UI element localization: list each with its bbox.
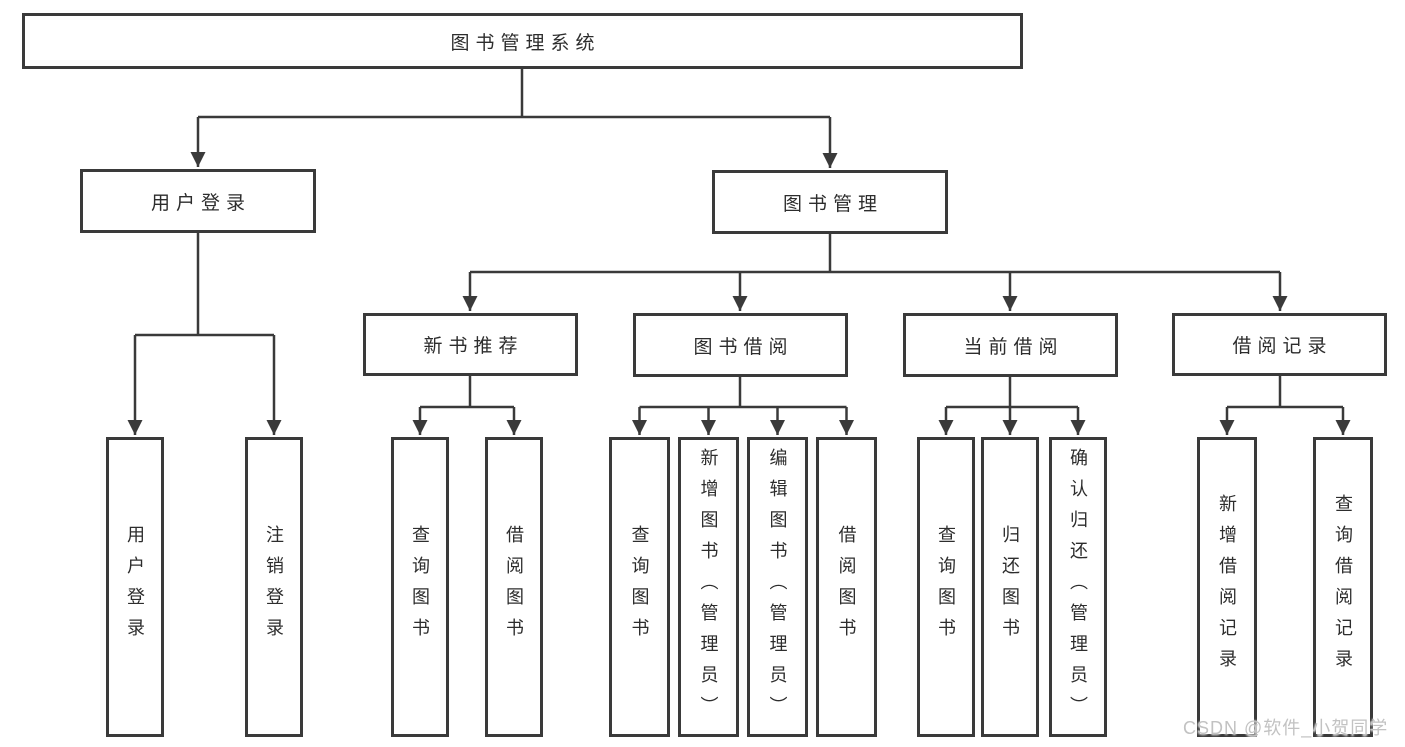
- node-new-book-recommendation: 新书推荐: [363, 313, 578, 376]
- arrow-stems: [127, 117, 1351, 435]
- node-leaf-borrow-books-recommend: 借阅图书: [485, 437, 543, 737]
- node-user-login: 用户登录: [80, 169, 316, 233]
- node-book-borrowing: 图书借阅: [633, 313, 848, 377]
- node-borrowing-records: 借阅记录: [1172, 313, 1387, 376]
- node-leaf-add-book-admin: 新增图书（管理员）: [678, 437, 739, 737]
- node-leaf-logout: 注销登录: [245, 437, 303, 737]
- node-leaf-query-books-current: 查询图书: [917, 437, 975, 737]
- node-leaf-user-login: 用户登录: [106, 437, 164, 737]
- node-book-management: 图书管理: [712, 170, 948, 234]
- node-leaf-query-borrow-record: 查询借阅记录: [1313, 437, 1373, 737]
- node-library-management-system: 图书管理系统: [22, 13, 1023, 69]
- node-current-borrowing: 当前借阅: [903, 313, 1118, 377]
- node-leaf-query-books-borrow: 查询图书: [609, 437, 670, 737]
- node-leaf-add-borrow-record: 新增借阅记录: [1197, 437, 1257, 737]
- node-leaf-edit-book-admin: 编辑图书（管理员）: [747, 437, 808, 737]
- node-leaf-borrow-books: 借阅图书: [816, 437, 877, 737]
- csdn-watermark: CSDN @软件_小贺同学: [1183, 718, 1389, 738]
- node-leaf-confirm-return-admin: 确认归还（管理员）: [1049, 437, 1107, 737]
- node-leaf-return-books: 归还图书: [981, 437, 1039, 737]
- node-leaf-query-books-recommend: 查询图书: [391, 437, 449, 737]
